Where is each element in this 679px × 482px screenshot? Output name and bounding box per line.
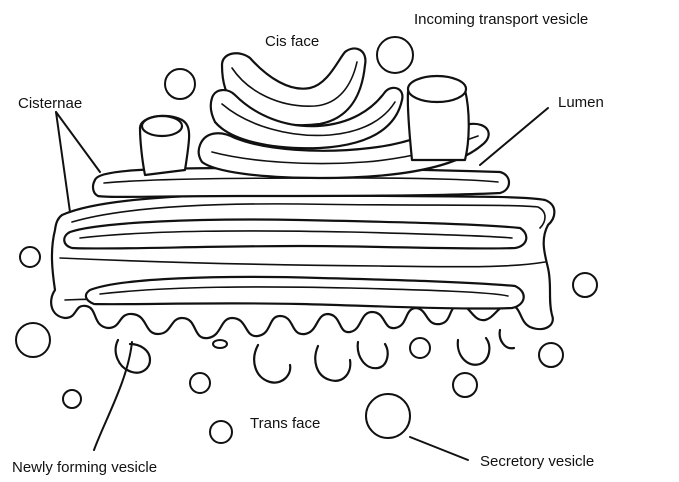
middle-cisternae	[64, 168, 526, 309]
cis-face-label: Cis face	[265, 33, 319, 50]
secretory-vesicle-label: Secretory vesicle	[480, 453, 594, 470]
vesicle	[210, 421, 232, 443]
vesicle	[539, 343, 563, 367]
secretory-vesicle-leader	[410, 437, 468, 460]
cisternae-label: Cisternae	[18, 95, 82, 112]
vesicle	[20, 247, 40, 267]
vesicle	[165, 69, 195, 99]
vesicle	[453, 373, 477, 397]
vesicle	[573, 273, 597, 297]
vesicle	[16, 323, 50, 357]
secretory-vesicle	[366, 394, 410, 438]
bottom-cisterna	[51, 195, 554, 338]
lumen-label: Lumen	[558, 94, 604, 111]
vesicle	[213, 340, 227, 348]
right-tube	[408, 76, 469, 160]
incoming-transport-vesicle-label: Incoming transport vesicle	[414, 11, 588, 28]
left-tube	[140, 116, 189, 175]
newly-forming-vesicle-label: Newly forming vesicle	[12, 459, 157, 476]
trans-face-label: Trans face	[250, 415, 320, 432]
incoming-transport-vesicle	[377, 37, 413, 73]
vesicle	[63, 390, 81, 408]
vesicle	[410, 338, 430, 358]
lumen-leader	[480, 108, 548, 165]
vesicle	[190, 373, 210, 393]
budding-vesicles	[116, 330, 514, 383]
